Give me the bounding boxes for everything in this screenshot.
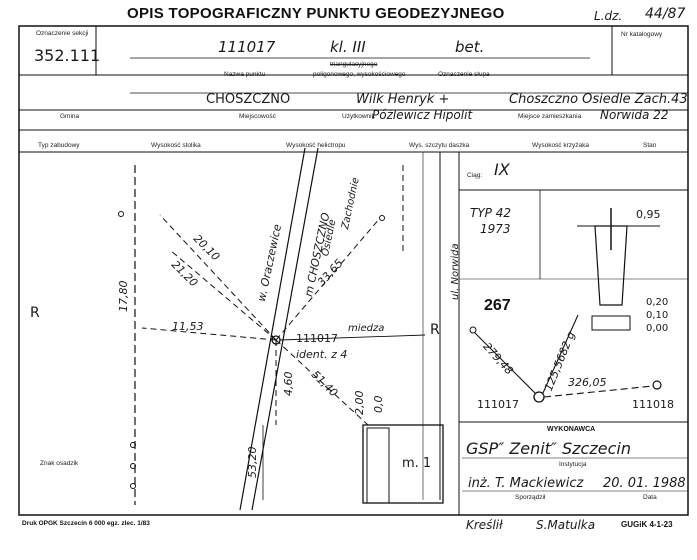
point-note: bet. <box>455 38 485 56</box>
ldz-value: 44/87 <box>645 6 686 22</box>
user-label: Użytkownik <box>342 113 375 120</box>
sketch-point-label: 111017 <box>296 332 338 345</box>
residence-value: Choszczno Osiedle Zach.43 <box>509 92 688 107</box>
section-label: Oznaczenie sekcji <box>36 30 89 37</box>
m095-value: 0,95 <box>636 208 661 221</box>
data-label: Data <box>643 494 657 501</box>
stan-label: Stan <box>643 142 657 149</box>
ciag-value: IX <box>494 160 510 179</box>
person-value: inż. T. Mackiewicz <box>468 476 584 491</box>
typ-value: TYP 42 <box>470 206 511 220</box>
num-267: 267 <box>484 297 511 314</box>
user-value-2: Póżlewicz Hipolit <box>372 108 473 122</box>
wys-krzyzaka-label: Wysokość krzyżaka <box>532 142 590 149</box>
dim-5320: 53,20 <box>246 446 259 479</box>
year-value: 1973 <box>480 222 511 236</box>
kreslil-name: S.Matulka <box>536 518 596 532</box>
name-label: Nazwa punktu <box>224 71 266 78</box>
instytucja-label: Instytucja <box>559 461 587 468</box>
dim-1780: 17,80 <box>117 280 130 313</box>
r-left: R <box>30 305 40 321</box>
type-label-2: poligonowego, wysokościowego <box>313 71 406 78</box>
ident-label: ident. z 4 <box>296 348 348 361</box>
m010-value: 0,10 <box>646 310 669 321</box>
dim-200: 2,00 <box>353 390 366 416</box>
pole-label: Oznaczenie słupa <box>438 71 490 78</box>
residence-value-2: Norwida 22 <box>600 108 669 122</box>
ciag-label: Ciąg: <box>467 172 483 179</box>
wykonawca-label: WYKONAWCA <box>547 426 596 433</box>
dim-00: 0,0 <box>372 395 385 414</box>
m000-value: 0,00 <box>646 323 669 334</box>
gmina-label: Gmina <box>60 113 80 120</box>
miejscowosc-label: Miejscowość <box>239 113 276 120</box>
section-value: 352.111 <box>34 46 101 65</box>
building-label: m. 1 <box>402 456 432 471</box>
residence-label: Miejsce zamieszkania <box>518 113 582 120</box>
dim-1153: 11,53 <box>172 320 204 333</box>
m020-value: 0,20 <box>646 297 669 308</box>
road-norwida: ul. Norwida <box>450 243 461 300</box>
point-111018: 111018 <box>632 398 674 411</box>
firm-value: GSP″ Zenit″ Szczecin <box>466 439 631 458</box>
typ-zabudowy-label: Typ zabudowy <box>38 142 80 149</box>
gmina-value: CHOSZCZNO <box>206 92 291 107</box>
wys-daszka-label: Wys. szczytu daszka <box>409 142 470 149</box>
user-value: Wilk Henryk + <box>356 92 450 107</box>
dim-460: 4,60 <box>282 371 295 397</box>
kreslil-label: Kreślił <box>466 518 503 532</box>
druk-note: Druk OPGK Szczecin 6 000 egz. zlec. 1/83 <box>22 520 150 527</box>
r-right: R <box>430 322 440 338</box>
type-label-1: triangulacyjnego <box>330 61 378 68</box>
form-code: GUGiK 4-1-23 <box>621 520 673 529</box>
point-number: 111017 <box>218 38 276 56</box>
wys-heliotropu-label: Wysokość helictropu <box>286 142 346 149</box>
sporzadzil-label: Sporządził <box>515 494 546 501</box>
point-111017: 111017 <box>477 398 519 411</box>
catalog-label: Nr katalogowy <box>621 31 663 38</box>
znak-label: Znak osadzik <box>40 460 79 467</box>
ldz-label: L.dz. <box>594 9 623 23</box>
miedza-label: miedza <box>348 323 385 334</box>
wys-stolika-label: Wysokość stolika <box>151 142 201 149</box>
date-value: 20. 01. 1988 <box>603 476 686 491</box>
document-title: OPIS TOPOGRAFICZNY PUNKTU GEODEZYJNEGO <box>127 5 505 22</box>
dist-32605: 326,05 <box>568 376 607 389</box>
point-class: kl. III <box>330 38 366 56</box>
